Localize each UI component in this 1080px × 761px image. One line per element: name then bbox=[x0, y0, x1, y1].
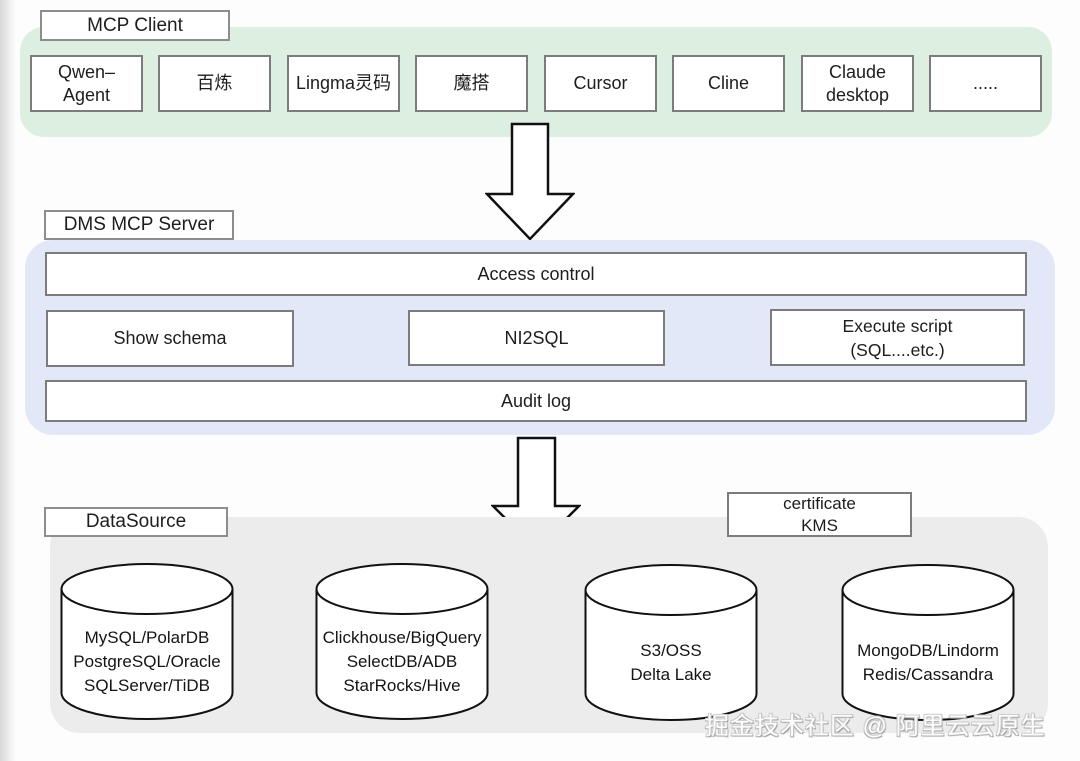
client-box-lingma: Lingma灵码 bbox=[287, 55, 400, 112]
client-box-ellipsis: ..... bbox=[929, 55, 1042, 112]
database-label-storage: S3/OSS Delta Lake bbox=[630, 641, 712, 684]
datasource-section-label: DataSource bbox=[44, 507, 228, 537]
watermark-text: 掘金技术社区 @ 阿里云云原生 bbox=[705, 713, 1046, 740]
client-box-claude-desktop: Claude desktop bbox=[801, 55, 914, 112]
client-box-modelscope: 魔搭 bbox=[415, 55, 528, 112]
database-label-nosql: MongoDB/Lindorm Redis/Cassandra bbox=[857, 641, 999, 684]
dms-mcp-server-section-label-text: DMS MCP Server bbox=[63, 214, 215, 235]
dms-mcp-server-section-label: DMS MCP Server bbox=[44, 210, 234, 240]
database-cylinder-icon bbox=[841, 564, 1015, 721]
show-schema-box: Show schema bbox=[46, 310, 294, 367]
database-label-analytics: Clickhouse/BigQuery SelectDB/ADB StarRoc… bbox=[322, 628, 482, 695]
mcp-client-section-label-text: MCP Client bbox=[87, 14, 183, 36]
nl2sql-box: NI2SQL bbox=[408, 310, 665, 366]
client-box-qwen-agent: Qwen– Agent bbox=[30, 55, 143, 112]
page-edge-shadow bbox=[0, 0, 16, 761]
datasource-section-label-text: DataSource bbox=[85, 511, 187, 532]
client-box-bailian: 百炼 bbox=[158, 55, 271, 112]
execute-script-box: Execute script (SQL....etc.) bbox=[770, 309, 1025, 366]
mcp-client-section-label: MCP Client bbox=[40, 10, 230, 41]
audit-log-box: Audit log bbox=[45, 380, 1027, 422]
client-box-cursor: Cursor bbox=[544, 55, 657, 112]
database-cylinder-icon bbox=[60, 563, 234, 720]
client-box-cline: Cline bbox=[672, 55, 785, 112]
certificate-kms-box: certificate KMS bbox=[727, 492, 912, 537]
access-control-box: Access control bbox=[45, 252, 1027, 296]
database-cylinder-icon bbox=[315, 563, 489, 720]
database-cylinder-icon bbox=[584, 564, 758, 721]
database-label-relational: MySQL/PolarDB PostgreSQL/Oracle SQLServe… bbox=[73, 628, 221, 695]
arrow-down-icon bbox=[485, 122, 575, 241]
